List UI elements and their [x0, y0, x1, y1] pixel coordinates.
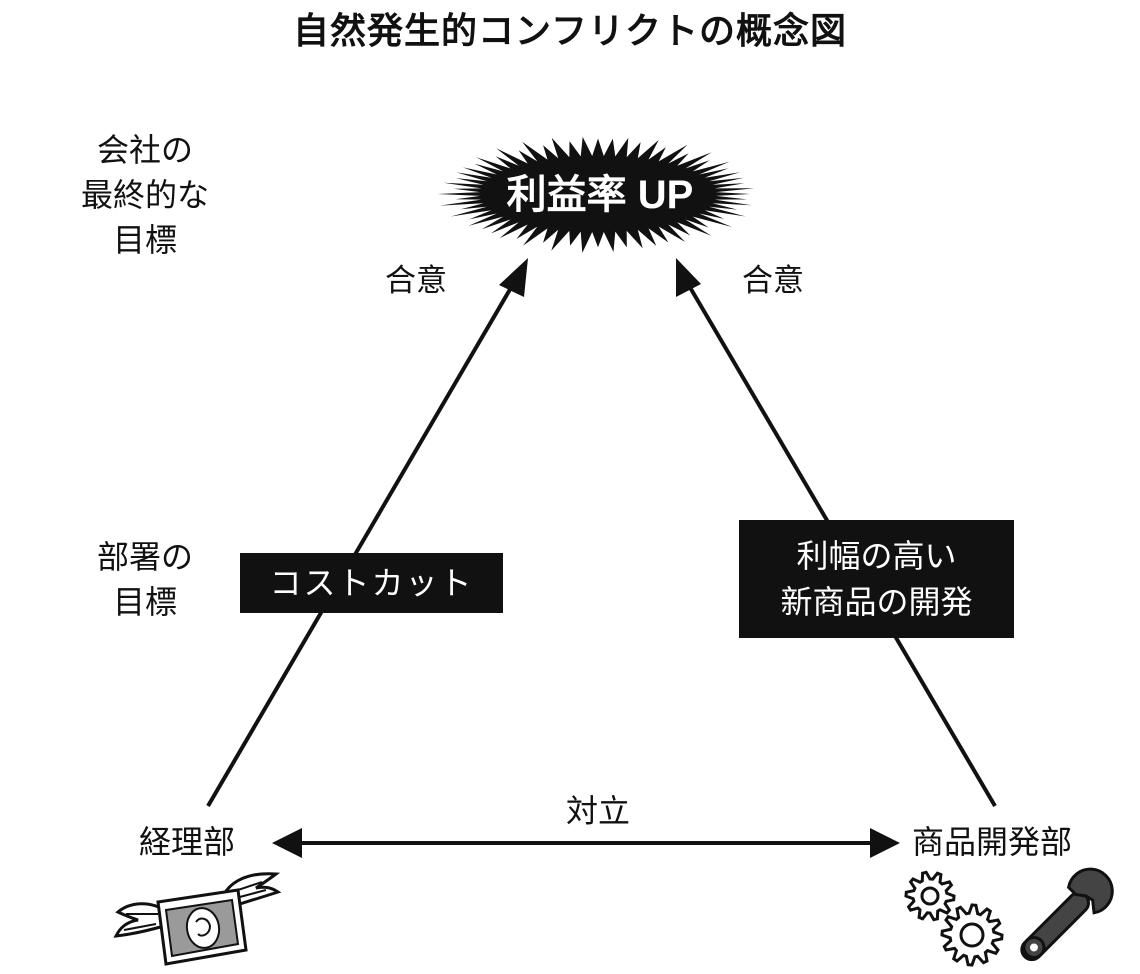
accounting-goal-box: コストカット: [240, 553, 503, 613]
gear-large-icon: [940, 903, 1004, 967]
accounting-department-label: 経理部: [139, 823, 236, 861]
department-goal-level-label: 部署の 目標: [96, 538, 193, 621]
gears-wrench-icon: [904, 867, 1114, 967]
left-agreement-line: [206, 284, 514, 808]
right-agreement-label: 合意: [742, 263, 804, 299]
conflict-arrowhead-left: [272, 828, 302, 858]
gear-small-hub: [920, 886, 940, 906]
product-dev-goal-box: 利幅の高い 新商品の開発: [739, 520, 1014, 638]
gear-small-icon: [904, 870, 956, 922]
winged-money-icon: [113, 872, 282, 966]
product-dev-department-label: 商品開発部: [912, 823, 1073, 861]
right-agreement-arrowhead: [676, 258, 701, 297]
conflict-label: 対立: [566, 792, 631, 830]
left-agreement-arrowhead: [499, 258, 528, 297]
goal-burst: [437, 136, 755, 253]
conflict-arrowhead-right: [870, 828, 900, 858]
left-agreement-label: 合意: [385, 263, 447, 299]
goal-burst-label: 利益率 UP: [507, 173, 694, 217]
gear-large-hub: [959, 922, 985, 948]
company-goal-level-label: 会社の 最終的な 目標: [80, 131, 209, 259]
diagram-title: 自然発生的コンフリクトの概念図: [293, 10, 847, 52]
wrench-icon: [1020, 867, 1114, 962]
